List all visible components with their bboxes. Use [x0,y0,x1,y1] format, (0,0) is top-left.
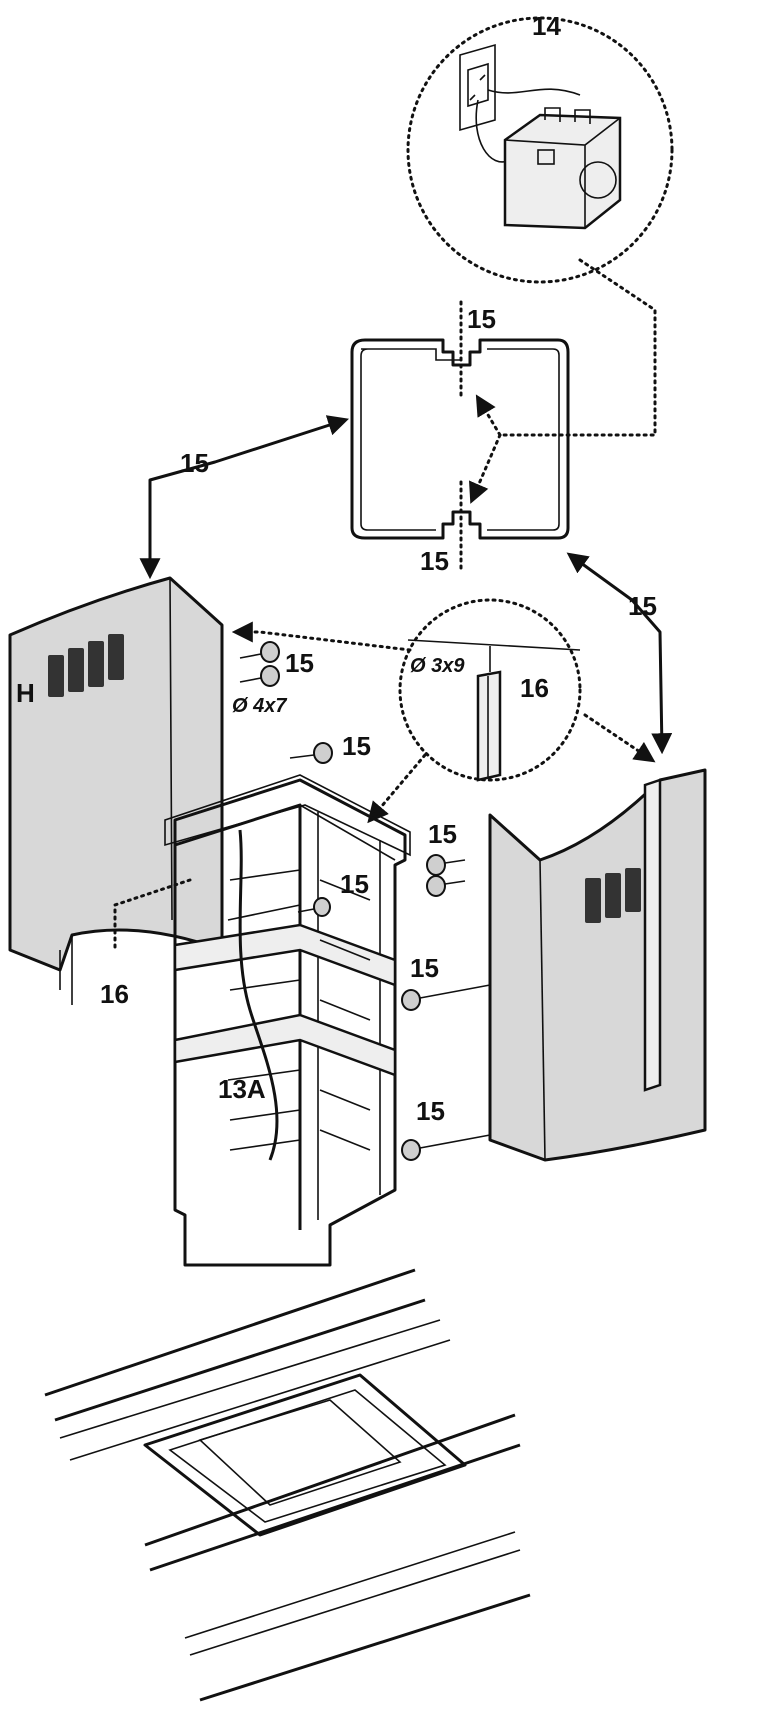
label-15-screw-upper: 15 [342,731,371,761]
label-16-left: 16 [100,979,129,1009]
horizontal-bracket-band-upper [173,923,397,987]
hood-canopy [44,1268,531,1702]
chimney-frame: 13A 15 [164,774,411,1267]
screw-icon [297,897,331,917]
vent-slots-right [585,868,641,923]
label-13a: 13A [218,1074,266,1104]
screw-icon [289,742,333,764]
screw-icon [239,641,280,663]
label-15-right-arrow: 15 [628,591,657,621]
label-14: 14 [532,11,561,41]
label-15-screw-right-mid: 15 [410,953,439,983]
arrow-15-left: 15 [139,415,349,580]
arrow-15-right: 15 [566,552,673,755]
screws-left-group: 15 Ø 4x7 15 [231,621,412,764]
right-chimney-panel [488,768,707,1162]
detail-circle-16: Ø 3x9 16 [367,598,656,824]
screw-icon [426,854,466,876]
label-screw-3x9: Ø 3x9 [410,655,465,677]
screw-icon [401,1134,491,1161]
label-15-screw-right-low: 15 [416,1096,445,1126]
label-15-left-arrow: 15 [180,448,209,478]
junction-box-icon [503,107,622,230]
screw-icon [239,665,280,687]
vent-slots-left [48,634,124,697]
horizontal-bracket-band-lower [173,1013,397,1077]
chimney-cross-section: 15 15 [350,300,570,576]
label-screw-4x7: Ø 4x7 [232,695,287,717]
cable-13a-icon [238,829,279,1161]
left-chimney-panel-h: H 16 [8,576,224,1009]
detail-circle-14: 14 [406,11,674,437]
label-h: H [16,678,35,708]
screw-icon [426,875,466,897]
filter-frame [143,1373,467,1537]
flexible-duct-icon [227,869,371,1151]
label-15-frame-screw: 15 [340,869,369,899]
screw-icon [401,984,491,1011]
wall-socket-icon [459,43,496,132]
label-15-screws-right-upper: 15 [428,819,457,849]
label-15-bottom-seam: 15 [420,546,449,576]
label-16-detail: 16 [520,673,549,703]
label-15-screws-left: 15 [285,648,314,678]
screws-right-group: 15 15 15 [401,819,491,1161]
label-15-top-seam: 15 [467,304,496,334]
